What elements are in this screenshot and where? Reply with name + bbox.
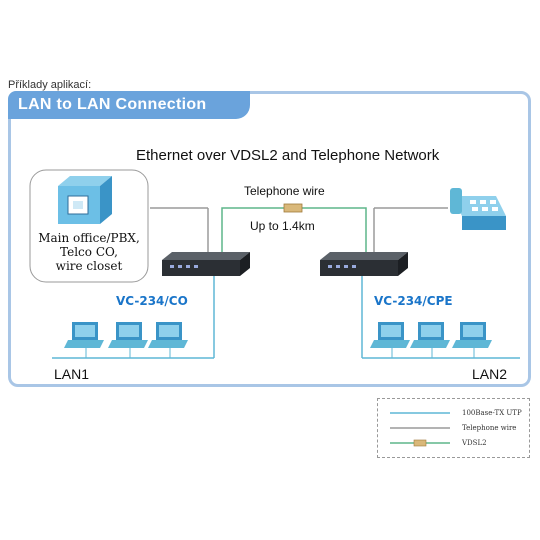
legend-vdsl-label: VDSL2 xyxy=(462,439,487,447)
caption: Příklady aplikací: xyxy=(8,79,92,91)
vc234-cpe-device-icon xyxy=(320,252,408,276)
computer-icon xyxy=(64,322,104,348)
vdsl2-splitter xyxy=(283,203,303,213)
lan1-label: LAN1 xyxy=(54,366,90,382)
header-title: LAN to LAN Connection xyxy=(18,96,207,113)
legend-box xyxy=(377,398,530,458)
telephone-wire-label: Telephone wire xyxy=(244,184,325,198)
telephone-icon xyxy=(450,188,506,230)
device-left-label: VC-234/CO xyxy=(116,294,188,308)
computer-icon xyxy=(148,322,188,348)
office-label: Main office/PBX, Telco CO, wire closet xyxy=(30,231,148,273)
computer-icon xyxy=(410,322,450,348)
vc234-co-device-icon xyxy=(162,252,250,276)
header-tab xyxy=(8,91,250,119)
office-label-line: Main office/PBX, xyxy=(38,231,140,245)
legend-vdsl-splitter xyxy=(413,439,427,447)
computer-icon xyxy=(108,322,148,348)
distance-label: Up to 1.4km xyxy=(250,219,315,233)
computer-icon xyxy=(370,322,410,348)
computer-icon xyxy=(452,322,492,348)
office-label-line: wire closet xyxy=(55,259,123,273)
diagram-title: Ethernet over VDSL2 and Telephone Networ… xyxy=(136,147,440,164)
office-cube-icon xyxy=(58,176,112,224)
office-label-line: Telco CO, xyxy=(60,245,118,259)
lan2-label: LAN2 xyxy=(472,366,508,382)
device-right-label: VC-234/CPE xyxy=(374,294,453,308)
legend-phone-label: Telephone wire xyxy=(462,424,517,432)
legend-utp-label: 100Base-TX UTP xyxy=(462,409,522,417)
